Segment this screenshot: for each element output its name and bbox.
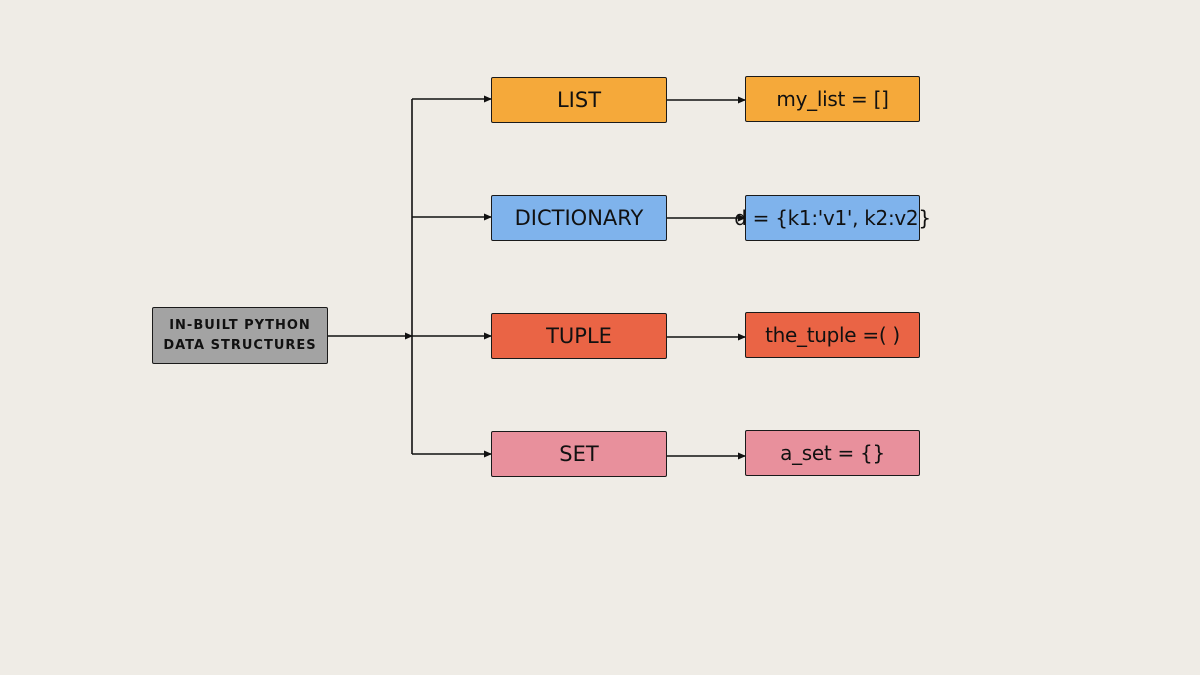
root-label-line2: DATA STRUCTURES (163, 337, 317, 353)
example-node-tuple: the_tuple =( ) (745, 312, 920, 358)
root-label-line1: IN-BUILT PYTHON (169, 317, 311, 333)
example-node-set: a_set = {} (745, 430, 920, 476)
example-code-tuple: the_tuple =( ) (765, 323, 900, 347)
type-node-tuple: TUPLE (491, 313, 667, 359)
type-label-dictionary: DICTIONARY (514, 206, 644, 230)
type-node-dictionary: DICTIONARY (491, 195, 667, 241)
example-code-list: my_list = [] (776, 87, 889, 111)
type-node-list: LIST (491, 77, 667, 123)
root-node: IN-BUILT PYTHON DATA STRUCTURES (152, 307, 328, 364)
type-node-set: SET (491, 431, 667, 477)
example-node-dictionary: d = {k1:'v1', k2:v2} (734, 195, 931, 241)
type-label-tuple: TUPLE (546, 324, 612, 348)
type-label-list: LIST (556, 88, 602, 112)
example-node-list: my_list = [] (745, 76, 920, 122)
type-label-set: SET (559, 442, 599, 466)
example-code-dictionary: d = {k1:'v1', k2:v2} (734, 206, 931, 230)
example-code-set: a_set = {} (780, 441, 885, 465)
